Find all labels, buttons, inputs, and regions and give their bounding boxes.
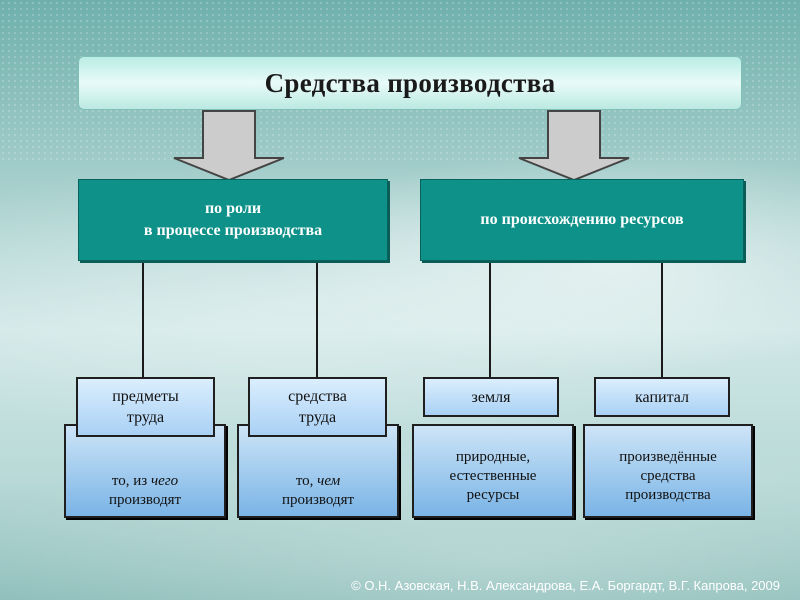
item-4-header-label: капитал bbox=[635, 388, 689, 406]
item-1-description-box: то, из чего производят bbox=[64, 424, 226, 518]
item-1-desc-line2: производят bbox=[108, 492, 182, 508]
item-2-description-box: то, чем производят bbox=[237, 424, 399, 518]
item-1-desc-line1: то, из чего bbox=[111, 473, 179, 489]
item-4-desc-line1: произведённые bbox=[619, 449, 717, 465]
item-2-header: средства труда bbox=[248, 377, 387, 437]
category-role-line1: по роли bbox=[204, 200, 262, 217]
category-origin-label: по происхождению ресурсов bbox=[480, 211, 684, 228]
item-3-desc-line3: ресурсы bbox=[466, 487, 520, 503]
item-1-header-line1: предметы bbox=[112, 388, 179, 405]
item-2-header-line1: средства bbox=[288, 388, 347, 405]
category-origin: по происхождению ресурсов bbox=[420, 179, 744, 261]
diagram-title: Средства производства bbox=[264, 67, 556, 98]
item-3-desc-line1: природные, bbox=[455, 449, 531, 465]
item-4-desc-line3: производства bbox=[625, 487, 711, 503]
category-role: по роли в процессе производства bbox=[78, 179, 388, 261]
category-role-line2: в процессе производства bbox=[143, 222, 323, 239]
down-arrow-left bbox=[173, 110, 285, 182]
item-3-description-box: природные, естественные ресурсы bbox=[412, 424, 574, 518]
item-3-header-label: земля bbox=[471, 388, 511, 406]
item-1-header: предметы труда bbox=[76, 377, 215, 437]
item-3-header: земля bbox=[423, 377, 559, 417]
item-4-description-box: произведённые средства производства bbox=[583, 424, 753, 518]
item-2-desc-line1: то, чем bbox=[295, 473, 341, 489]
copyright-notice: © О.Н. Азовская, Н.В. Александрова, Е.А.… bbox=[351, 578, 780, 593]
item-2-header-line2: труда bbox=[298, 409, 337, 426]
item-3-desc-line2: естественные bbox=[449, 468, 537, 484]
title-banner: Средства производства bbox=[78, 56, 742, 110]
down-arrow-right bbox=[518, 110, 630, 182]
item-1-header-line2: труда bbox=[126, 409, 165, 426]
item-4-header: капитал bbox=[594, 377, 730, 417]
item-2-desc-line2: производят bbox=[281, 492, 355, 508]
item-4-desc-line2: средства bbox=[640, 468, 696, 484]
